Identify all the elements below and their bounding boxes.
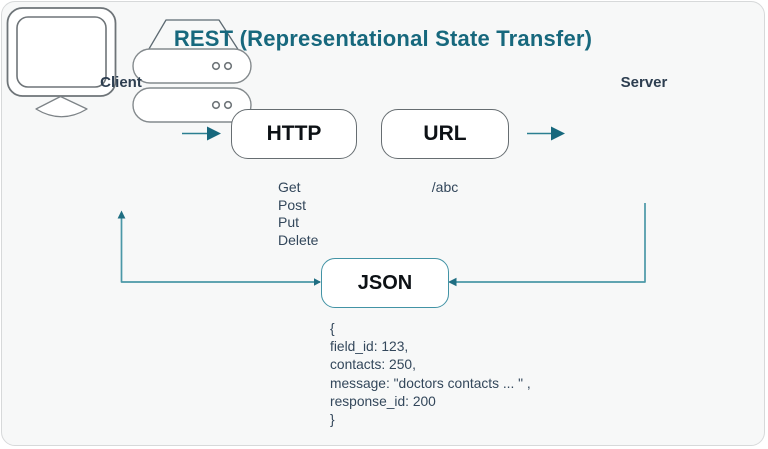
http-method-get: Get [278, 179, 301, 195]
json-payload-line: } [330, 412, 335, 428]
client-monitor-icon [6, 7, 117, 118]
url-box: URL [381, 109, 509, 159]
url-box-label: URL [423, 122, 467, 145]
json-payload-line: contacts: 250, [330, 357, 416, 373]
http-box: HTTP [231, 109, 357, 159]
http-method-put: Put [278, 214, 300, 230]
server-label: Server [620, 74, 668, 91]
http-method-delete: Delete [278, 231, 319, 248]
json-payload-line: { [330, 321, 335, 336]
http-method-post: Post [278, 196, 307, 213]
server-icon [132, 19, 253, 123]
json-box: JSON [321, 258, 449, 308]
url-to-server-arrow [527, 126, 565, 141]
url-example-text: /abc [431, 179, 459, 195]
json-payload-block: { field_id: 123, contacts: 250, message:… [330, 320, 531, 429]
server-to-json-connector [448, 203, 646, 287]
json-payload-line: field_id: 123, [330, 339, 409, 355]
client-to-http-arrow [182, 126, 221, 141]
diagram-title: REST (Representational State Transfer) [173, 26, 593, 51]
json-payload-line: response_id: 200 [330, 393, 436, 409]
client-label: Client [100, 74, 142, 91]
json-box-label: JSON [357, 271, 413, 294]
json-payload-line: message: "doctors contacts ... " , [330, 375, 531, 391]
http-methods-list: Get Post Put Delete [278, 179, 318, 249]
http-box-label: HTTP [266, 122, 322, 145]
